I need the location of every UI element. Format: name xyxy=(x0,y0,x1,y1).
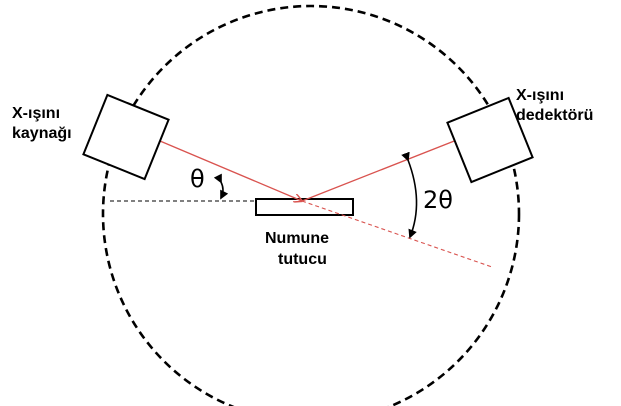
source-label-line2: kaynağı xyxy=(12,125,72,142)
two-theta-angle-arrow xyxy=(401,151,418,239)
sample-label-line1: Numune xyxy=(265,230,329,247)
xray-source xyxy=(82,93,170,181)
xray-detector xyxy=(446,96,534,184)
theta-label: θ xyxy=(190,165,205,193)
detector-label-line1: X-ışını xyxy=(516,87,564,104)
detector-label-line2: dedektörü xyxy=(516,107,593,124)
incident-beam-extension xyxy=(301,200,493,268)
theta-angle-arrow xyxy=(213,173,229,200)
diffracted-beam xyxy=(301,134,472,202)
goniometer-circle xyxy=(101,4,521,406)
sample-holder xyxy=(255,198,354,216)
source-label-line1: X-ışını xyxy=(12,105,60,122)
incident-beam xyxy=(159,140,302,201)
two-theta-label: 2θ xyxy=(423,186,453,214)
sample-label-line2: tutucu xyxy=(278,251,327,268)
